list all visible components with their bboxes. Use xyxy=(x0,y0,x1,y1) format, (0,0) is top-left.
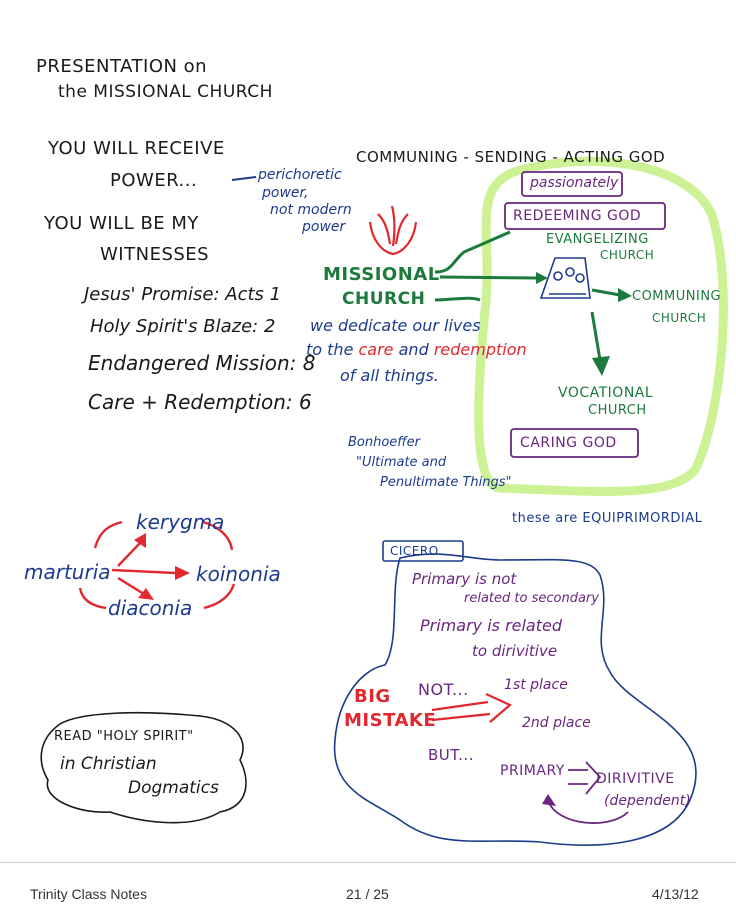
flame-icon xyxy=(368,205,418,256)
caring-god-label: CARING GOD xyxy=(520,435,617,451)
cicero-line-2: related to secondary xyxy=(464,591,599,606)
not-label: NOT... xyxy=(418,680,469,699)
title-line-2: the MISSIONAL CHURCH xyxy=(58,82,273,102)
marturia-label: marturia xyxy=(24,560,111,584)
box-cicero xyxy=(382,540,464,562)
mistake-label: MISTAKE xyxy=(344,710,437,731)
dedicate-redemption: redemption xyxy=(433,340,527,359)
dedicate-and: and xyxy=(398,340,429,359)
read-cloud xyxy=(40,711,247,824)
dirivitive-label: DIRIVITIVE xyxy=(596,771,675,787)
missional-line-2: CHURCH xyxy=(342,289,426,309)
missional-line-1: MISSIONAL xyxy=(323,264,440,285)
read-line-1: READ "HOLY SPIRIT" xyxy=(54,729,194,744)
perichoretic-line-2: power, xyxy=(262,185,309,201)
cicero-line-1: Primary is not xyxy=(412,570,517,588)
cicero-line-3: Primary is related xyxy=(420,616,563,635)
church-icon xyxy=(539,257,591,299)
but-label: BUT... xyxy=(428,746,474,764)
witness-line-2: WITNESSES xyxy=(100,244,210,265)
primary-label: PRIMARY xyxy=(500,763,565,779)
heading-god: COMMUNING - SENDING - ACTING GOD xyxy=(356,148,666,166)
communing-line-2: CHURCH xyxy=(652,311,707,325)
arrowheads-green xyxy=(536,272,632,376)
box-redeeming-god xyxy=(504,202,666,230)
bonhoeffer-line-2: "Ultimate and xyxy=(356,455,447,470)
evangelizing-line-2: CHURCH xyxy=(600,248,655,262)
second-place-label: 2nd place xyxy=(522,715,591,731)
diagram-arcs xyxy=(78,520,236,610)
equiprimordial-note: these are EQUIPRIMORDIAL xyxy=(512,511,703,526)
redeeming-god-label: REDEEMING GOD xyxy=(513,208,642,224)
receive-line-1: YOU WILL RECEIVE xyxy=(48,138,225,159)
title-line-1: PRESENTATION on xyxy=(36,56,208,77)
dedicate-line-2: to the care and redemption xyxy=(306,342,527,358)
dedicate-line-1: we dedicate our lives xyxy=(310,316,481,335)
cicero-label: CICERO xyxy=(390,544,439,558)
big-label: BIG xyxy=(354,686,391,707)
footer-date: 4/13/12 xyxy=(652,886,699,902)
footer-title: Trinity Class Notes xyxy=(30,886,147,902)
read-line-3: Dogmatics xyxy=(128,778,219,798)
box-passionately xyxy=(521,171,623,197)
first-place-label: 1st place xyxy=(504,677,568,693)
dash-mark xyxy=(231,176,257,181)
outline-item: Holy Spirit's Blaze: 2 xyxy=(90,316,276,337)
outline-item: Care + Redemption: 6 xyxy=(88,390,312,414)
perichoretic-line-3: not modern xyxy=(270,202,352,218)
cicero-cloud xyxy=(333,553,697,846)
dedicate-line-3: of all things. xyxy=(340,366,439,385)
box-caring-god xyxy=(510,428,639,458)
read-line-2: in Christian xyxy=(60,754,157,774)
vocational-line-1: VOCATIONAL xyxy=(558,385,654,401)
footer-page-number: 21 / 25 xyxy=(346,886,389,902)
witness-line-1: YOU WILL BE MY xyxy=(44,213,199,234)
evangelizing-line-1: EVANGELIZING xyxy=(546,232,649,247)
highlight-loop xyxy=(474,157,728,496)
kerygma-label: kerygma xyxy=(136,510,225,534)
diaconia-label: diaconia xyxy=(108,596,193,620)
bonhoeffer-line-1: Bonhoeffer xyxy=(348,435,421,450)
dedicate-to-the: to the xyxy=(306,340,354,359)
green-arrows xyxy=(434,230,621,361)
primary-arrow xyxy=(547,761,629,824)
koinonia-label: koinonia xyxy=(196,562,281,586)
bonhoeffer-line-3: Penultimate Things" xyxy=(380,475,512,490)
receive-line-2: POWER... xyxy=(110,170,198,191)
perichoretic-line-1: perichoretic xyxy=(258,167,342,183)
cicero-line-4: to dirivitive xyxy=(472,642,558,660)
return-arrowhead xyxy=(542,794,556,806)
diagram-arrowheads xyxy=(134,533,190,600)
vocational-line-2: CHURCH xyxy=(588,403,647,418)
communing-line-1: COMMUNING xyxy=(632,289,722,304)
dependent-label: (dependent) xyxy=(604,793,691,809)
passionately-label: passionately xyxy=(530,175,619,191)
footer-divider xyxy=(0,862,736,863)
outline-item: Jesus' Promise: Acts 1 xyxy=(84,284,282,305)
mistake-arrow xyxy=(431,693,513,723)
dedicate-care: care xyxy=(358,340,394,359)
outline-item: Endangered Mission: 8 xyxy=(88,351,316,375)
perichoretic-line-4: power xyxy=(302,219,346,235)
